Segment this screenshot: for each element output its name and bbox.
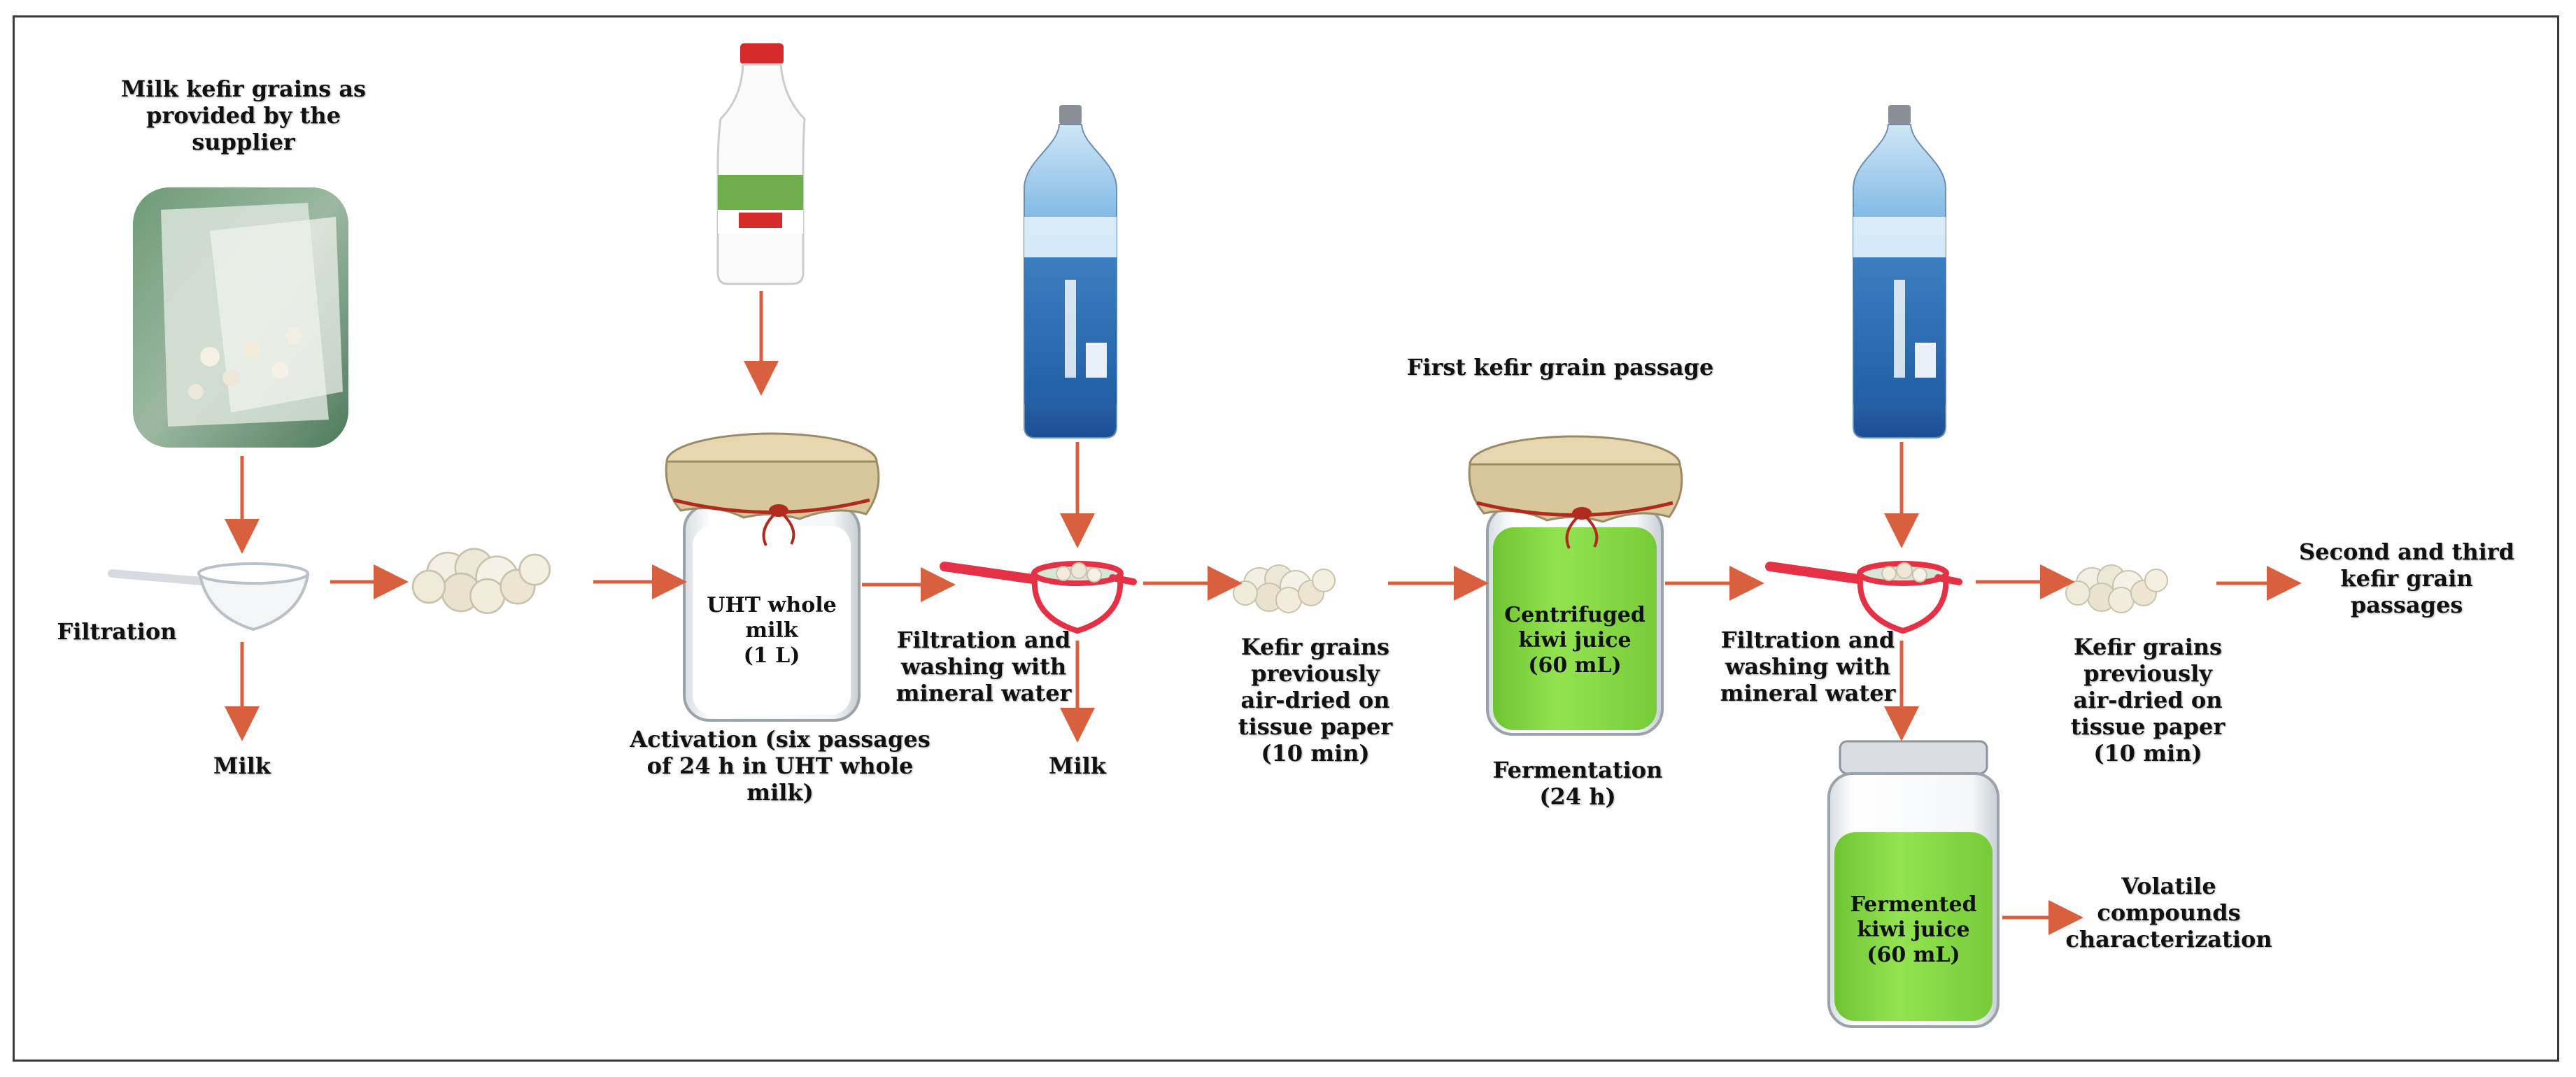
kefir-grains-icon	[1233, 564, 1336, 613]
label-uht-whole-milk: UHT whole milk (1 L)	[707, 593, 837, 668]
label-first-passage: First kefir grain passage	[1406, 354, 1714, 380]
kefir-grain-bag-photo	[133, 187, 348, 448]
label-milk-kefir-grains: Milk kefir grains as provided by the sup…	[120, 76, 367, 155]
diagram-frame	[13, 15, 2559, 1062]
flow-arrows	[225, 291, 2302, 935]
jar-icon	[666, 434, 879, 722]
milk-bottle-icon	[716, 43, 806, 285]
water-bottle-icon	[1853, 104, 1946, 438]
red-strainer-icon	[944, 563, 1133, 631]
label-filtration-washing-2: Filtration and washing with mineral wate…	[1720, 627, 1896, 706]
label-fermented-kiwi-juice: Fermented kiwi juice (60 mL)	[1850, 892, 1977, 967]
strainer-icon	[108, 562, 310, 632]
jar-icon	[1469, 436, 1682, 736]
label-second-third-passages: Second and third kefir grain passages	[2298, 538, 2515, 618]
label-filtration-washing-1: Filtration and washing with mineral wate…	[896, 627, 1072, 706]
red-strainer-icon	[1770, 563, 1959, 631]
label-kefir-grains-dried-1: Kefir grains previously air-dried on tis…	[1238, 634, 1393, 766]
label-fermentation: Fermentation (24 h)	[1492, 757, 1663, 810]
label-milk-1: Milk	[213, 753, 271, 779]
label-centrifuged-kiwi-juice: Centrifuged kiwi juice (60 mL)	[1504, 603, 1646, 678]
label-kefir-grains-dried-2: Kefir grains previously air-dried on tis…	[2070, 634, 2225, 766]
kefir-grains-icon	[411, 548, 551, 615]
kefir-grains-icon	[2065, 564, 2168, 613]
water-bottle-icon	[1024, 104, 1117, 438]
jar-icon	[1827, 740, 2000, 1028]
label-filtration: Filtration	[57, 618, 177, 645]
label-volatile-compounds: Volatile compounds characterization	[2065, 873, 2272, 953]
label-activation: Activation (six passages of 24 h in UHT …	[630, 726, 930, 806]
label-milk-2: Milk	[1049, 753, 1106, 779]
